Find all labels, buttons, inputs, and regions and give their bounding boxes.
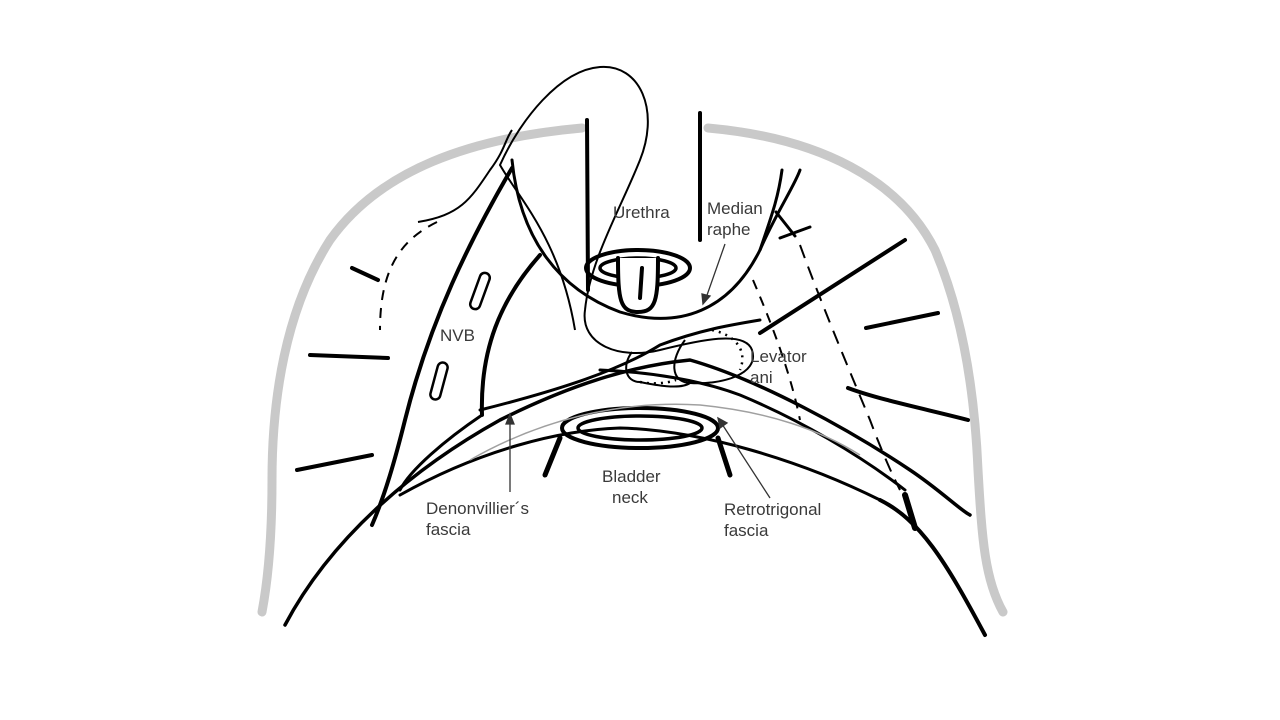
suture [417, 65, 755, 388]
label-bladder-neck-line2: neck [612, 488, 648, 507]
label-median-raphe: Median raphe [707, 198, 763, 240]
pelvic-outline [257, 123, 1008, 617]
label-retrotrigonal-line2: fascia [724, 521, 769, 540]
suture-dotted [639, 328, 744, 385]
label-urethra: Urethra [613, 202, 670, 223]
label-levator-ani-line1: Levator [750, 347, 807, 366]
label-nvb: NVB [440, 325, 475, 346]
anatomy-lines [283, 111, 987, 637]
label-denonvilliers-line2: fascia [426, 520, 471, 539]
label-bladder-neck: Bladder neck [602, 466, 661, 508]
label-levator-ani: Levator ani [750, 346, 807, 388]
label-arrows [505, 243, 771, 499]
retrotrigonal-fascia-line [469, 403, 861, 461]
label-median-raphe-line1: Median [707, 199, 763, 218]
label-nvb-text: NVB [440, 326, 475, 345]
label-urethra-text: Urethra [613, 203, 670, 222]
label-levator-ani-line2: ani [750, 368, 773, 387]
label-denonvilliers-fascia: Denonvillier´s fascia [426, 498, 529, 540]
label-median-raphe-line2: raphe [707, 220, 751, 239]
label-retrotrigonal-line1: Retrotrigonal [724, 500, 822, 519]
label-denonvilliers-line1: Denonvillier´s [426, 499, 529, 518]
label-retrotrigonal-fascia: Retrotrigonal fascia [724, 499, 821, 541]
label-bladder-neck-line1: Bladder [602, 467, 661, 486]
dashed-boundaries [379, 221, 901, 491]
